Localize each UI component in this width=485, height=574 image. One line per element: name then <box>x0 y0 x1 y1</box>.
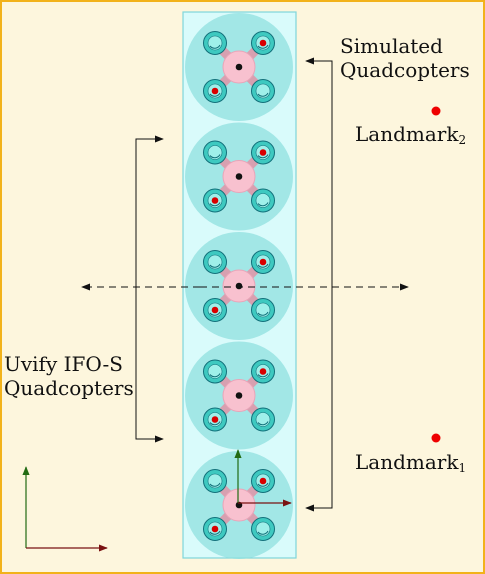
rotor-red-marker <box>259 368 267 375</box>
quadcopter-center-dot <box>235 282 243 290</box>
rotor-arc <box>209 202 221 207</box>
rotor-red-marker <box>211 306 219 314</box>
rotor-red-marker <box>259 39 267 47</box>
rotor-arc <box>257 482 269 487</box>
rotor-arc <box>257 202 269 207</box>
rotor-red-marker <box>211 87 219 95</box>
rotor-arc <box>209 44 221 49</box>
quadcopter-center-dot <box>235 63 243 71</box>
rotor-arc <box>209 530 221 535</box>
landmark-1-label: Landmark1 <box>355 450 466 474</box>
rotor-red-marker <box>259 258 267 266</box>
rotor-red-marker <box>211 416 219 423</box>
rotor-arc <box>257 530 269 535</box>
landmark-2-label: Landmark2 <box>355 122 466 146</box>
quadcopter-center-dot <box>235 392 243 399</box>
rotor-arc <box>209 92 221 97</box>
rotor-arc <box>209 154 221 159</box>
quadcopter-center-dot <box>235 173 243 180</box>
simulated-label-line1: Simulated <box>340 34 443 58</box>
rotor-arc <box>257 92 269 97</box>
rotor-arc <box>209 482 221 487</box>
simulated-quadcopters-label: Simulated Quadcopters <box>340 34 470 82</box>
rotor-arc <box>257 263 269 268</box>
rotor-arc <box>209 421 221 426</box>
landmark-2-subscript: 2 <box>458 133 467 147</box>
uvify-quadcopters-label: Uvify IFO-S Quadcopters <box>4 352 134 400</box>
rotor-red-marker <box>211 197 219 204</box>
quadcopter-3 <box>185 232 293 340</box>
landmark-2-dot <box>431 106 441 116</box>
rotor-arc <box>209 311 221 316</box>
rotor-red-marker <box>259 477 267 485</box>
quadcopter-2 <box>185 122 293 231</box>
rotor-arc <box>257 311 269 316</box>
rotor-arc <box>257 373 269 378</box>
uvify-label-line1: Uvify IFO-S <box>4 352 123 376</box>
rotor-arc <box>257 44 269 49</box>
uvify-bracket <box>135 138 163 440</box>
landmark-1-dot <box>431 433 441 443</box>
rotor-arc <box>257 421 269 426</box>
rotor-arc <box>257 154 269 159</box>
quadcopter-stack <box>185 13 293 559</box>
quadcopter-4 <box>185 341 293 450</box>
landmark-2-text: Landmark <box>355 122 459 146</box>
rotor-arc <box>209 263 221 268</box>
landmark-1-text: Landmark <box>355 450 459 474</box>
rotor-arc <box>209 373 221 378</box>
quadcopter-5 <box>185 451 293 559</box>
rotor-red-marker <box>259 149 267 156</box>
rotor-red-marker <box>211 525 219 533</box>
quadcopter-1 <box>185 13 293 121</box>
uvify-label-line2: Quadcopters <box>4 376 134 400</box>
simulated-label-line2: Quadcopters <box>340 58 470 82</box>
landmark-1-subscript: 1 <box>458 461 467 475</box>
